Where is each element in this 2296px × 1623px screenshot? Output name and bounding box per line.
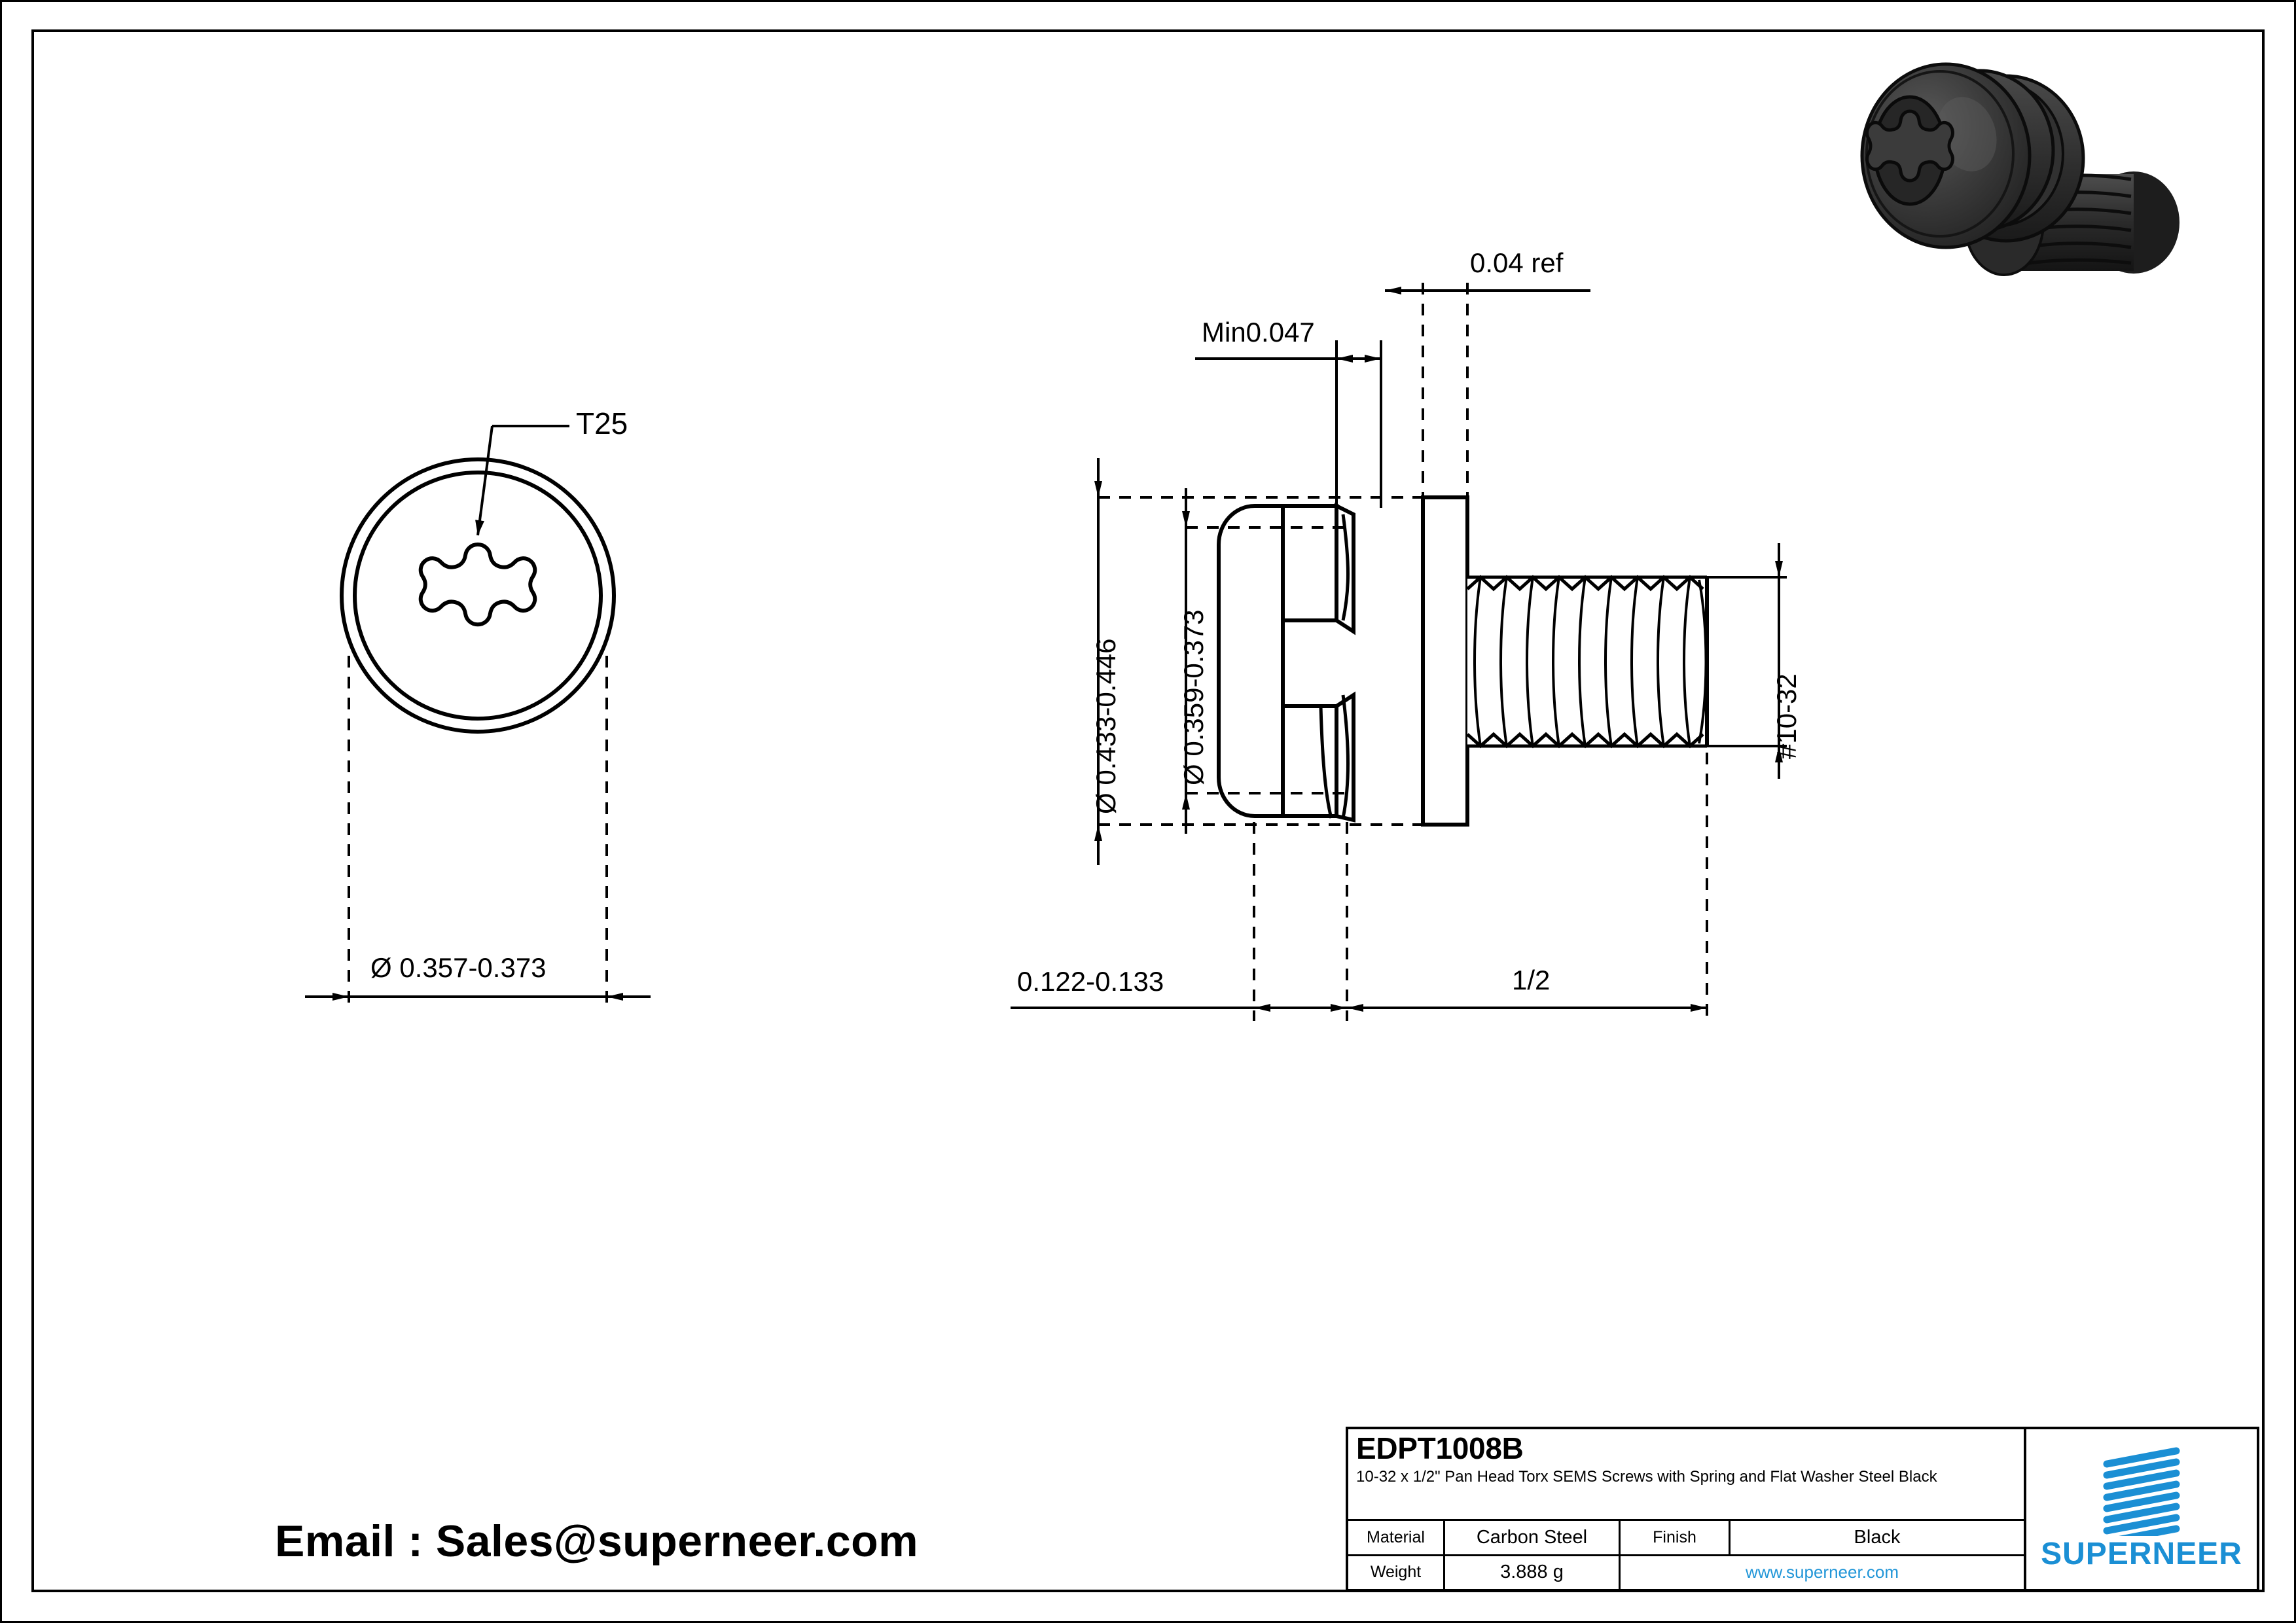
brand-name: SUPERNEER [2041, 1537, 2242, 1571]
brand-block: SUPERNEER [2026, 1429, 2257, 1589]
dim-thread-spec: #10-32 [1771, 673, 1802, 759]
finish-value: Black [1854, 1526, 1901, 1548]
superneer-logo-icon [2103, 1447, 2180, 1536]
title-block: EDPT1008B 10-32 x 1/2" Pan Head Torx SEM… [1346, 1427, 2259, 1592]
dim-thread-length: 1/2 [1512, 965, 1551, 995]
part-number: EDPT1008B [1356, 1431, 1524, 1465]
dim-top-diameter: Ø 0.357-0.373 [370, 952, 547, 983]
weight-value: 3.888 g [1445, 1556, 1621, 1589]
part-description: 10-32 x 1/2" Pan Head Torx SEMS Screws w… [1356, 1467, 1937, 1486]
website-link[interactable]: www.superneer.com [1745, 1562, 1899, 1582]
finish-label: Finish [1621, 1521, 1731, 1554]
spec-row-material: Material Carbon Steel Finish Black [1348, 1521, 2024, 1556]
dim-spring-washer-min: Min0.047 [1202, 317, 1315, 348]
dim-flat-washer-od: Ø 0.433-0.446 [1090, 638, 1121, 814]
weight-label: Weight [1348, 1556, 1445, 1589]
material-value: Carbon Steel [1445, 1521, 1621, 1554]
dim-head-diameter: Ø 0.359-0.373 [1178, 609, 1209, 785]
dim-washer-thickness: 0.04 ref [1470, 247, 1564, 278]
spec-row-weight: Weight 3.888 g www.superneer.com [1348, 1556, 2024, 1590]
drawing-frame [31, 29, 2265, 1592]
material-label: Material [1348, 1521, 1445, 1554]
contact-email: Email : Sales@superneer.com [275, 1516, 919, 1566]
title-block-header: EDPT1008B 10-32 x 1/2" Pan Head Torx SEM… [1348, 1429, 2024, 1521]
title-block-info: EDPT1008B 10-32 x 1/2" Pan Head Torx SEM… [1348, 1429, 2026, 1589]
drive-callout-t25: T25 [576, 406, 628, 440]
website-cell[interactable]: www.superneer.com [1621, 1556, 2024, 1590]
dim-head-height: 0.122-0.133 [1017, 966, 1164, 997]
